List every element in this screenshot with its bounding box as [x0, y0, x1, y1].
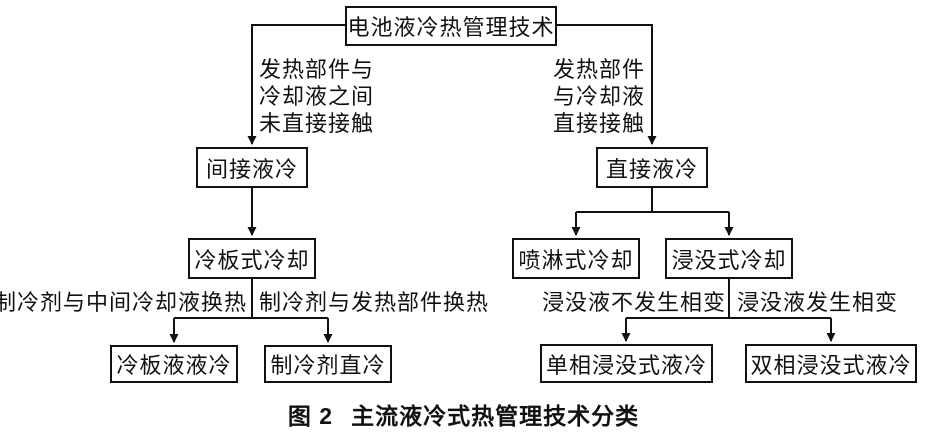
edge-immersion-split: [626, 279, 831, 319]
edge-label-refrigerant-direct-condition: 制冷剂与发热部件换热: [259, 290, 490, 315]
edge-label-indirect-condition: 发热部件与 冷却液之间 未直接接触: [259, 56, 374, 137]
node-indirect-liquid-cooling: 间接液冷: [196, 147, 308, 188]
edge-root-to-indirect: [247, 24, 345, 145]
node-refrigerant-direct-cooling: 制冷剂直冷: [264, 345, 392, 383]
node-immersion-cooling: 浸没式冷却: [665, 238, 793, 279]
figure-caption-number: 图 2: [287, 403, 334, 429]
node-direct-liquid-cooling: 直接液冷: [596, 147, 708, 188]
node-battery-liquid-thermal-management: 电池液冷热管理技术: [345, 6, 557, 46]
edge-label-line: 直接接触: [552, 111, 645, 136]
edge-label-single-phase-condition: 浸没液不发生相变: [541, 290, 726, 315]
node-single-phase-immersion-cooling: 单相浸没式液冷: [540, 344, 713, 383]
node-dual-phase-immersion-cooling: 双相浸没式液冷: [745, 344, 917, 383]
edge-coldplate-split: [174, 279, 328, 319]
edge-label-line: 发热部件与: [259, 57, 375, 82]
figure-caption: 图 2 主流液冷式热管理技术分类: [0, 397, 927, 431]
edge-label-dual-phase-condition: 浸没液发生相变: [737, 290, 899, 315]
edge-direct-split: [576, 188, 729, 213]
edge-label-line: 与冷却液: [552, 84, 645, 109]
node-cold-plate-liquid-liquid-cooling: 冷板液液冷: [110, 345, 238, 383]
edge-label-line: 冷却液之间: [259, 84, 375, 109]
node-spray-cooling: 喷淋式冷却: [512, 238, 640, 279]
edge-label-direct-condition: 发热部件 与冷却液 直接接触: [553, 56, 645, 137]
edge-label-coldplate-liquid-condition: 制冷剂与中间冷却液换热: [0, 290, 247, 315]
edge-label-line: 未直接接触: [259, 111, 375, 136]
edge-label-line: 发热部件: [552, 57, 645, 82]
node-cold-plate-cooling: 冷板式冷却: [188, 238, 316, 279]
edge-root-to-direct: [557, 24, 657, 145]
figure-caption-title: 主流液冷式热管理技术分类: [351, 403, 640, 429]
